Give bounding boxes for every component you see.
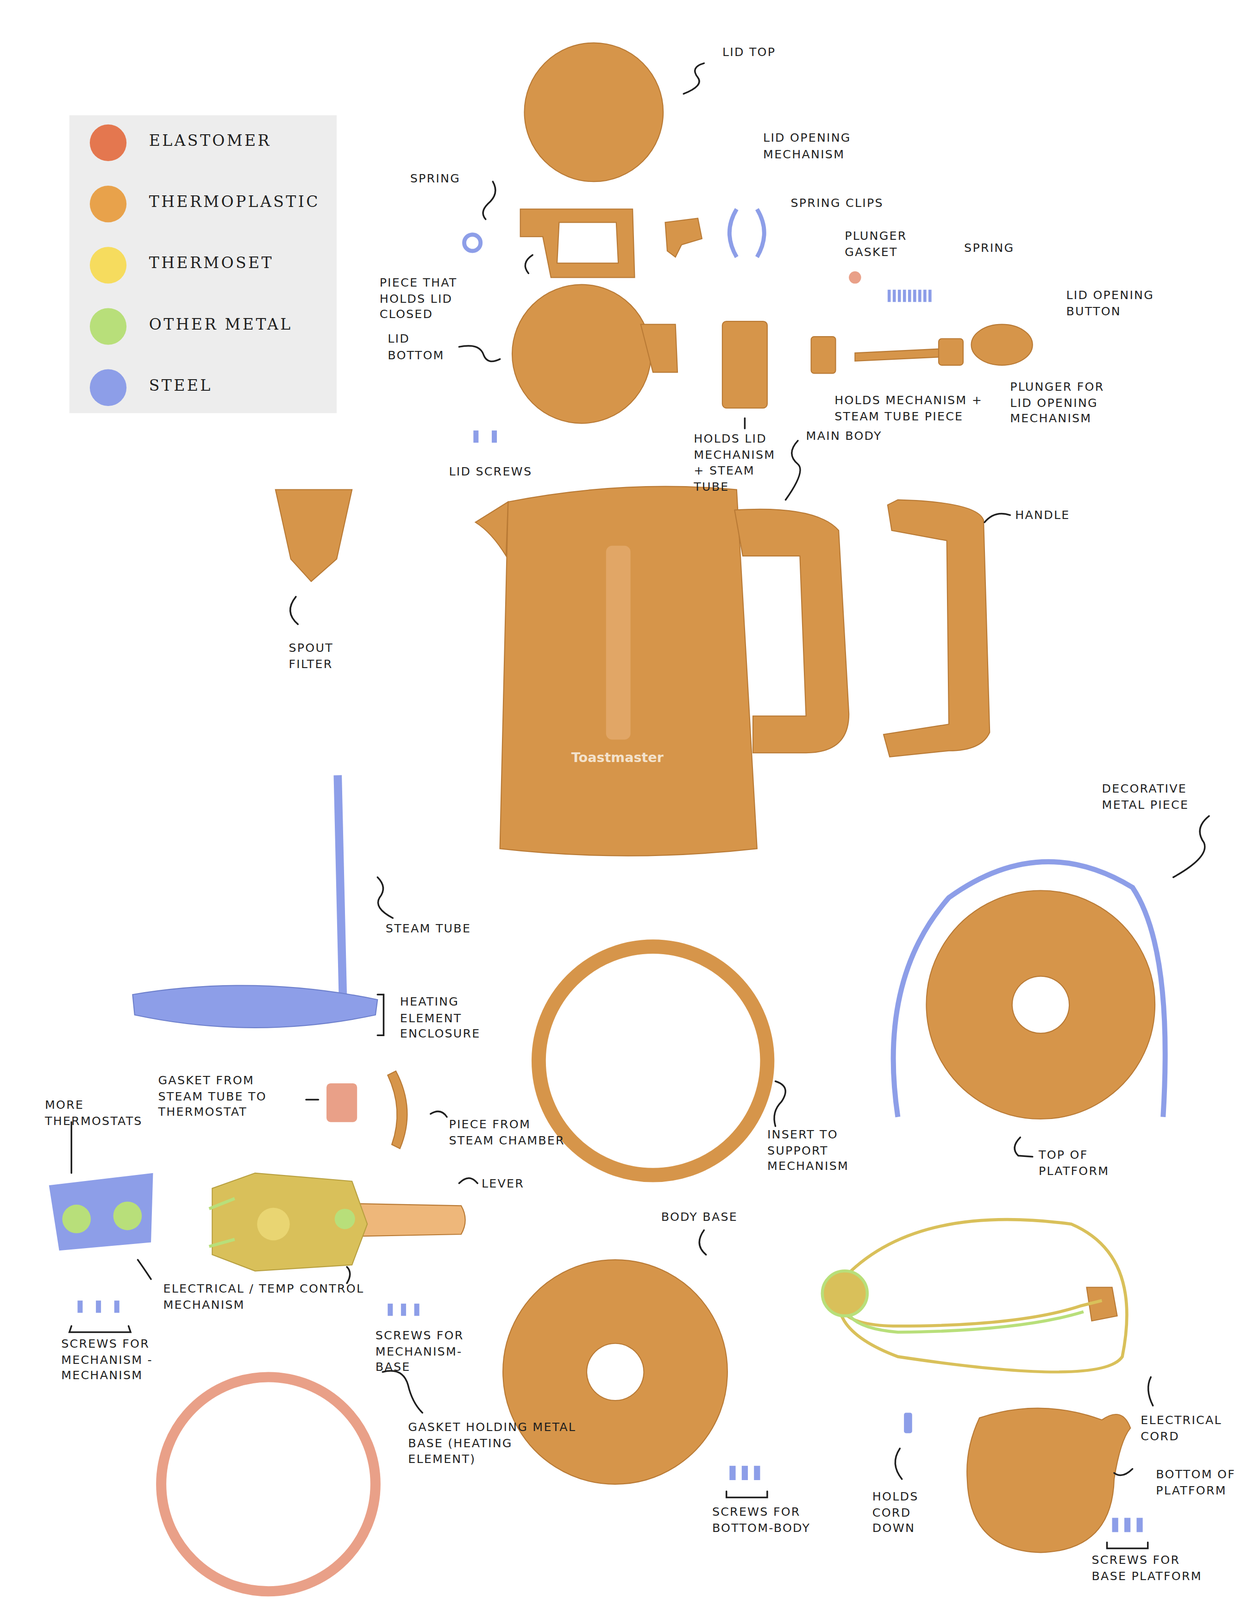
part-label: GASKET FROM STEAM TUBE TO THERMOSTAT xyxy=(158,1073,301,1122)
part-label: SCREWS FOR BASE PLATFORM xyxy=(1091,1552,1204,1585)
part-label: SPRING xyxy=(410,171,492,188)
part-label: LID SCREWS xyxy=(448,464,561,481)
part-label: ELECTRICAL CORD xyxy=(1140,1413,1238,1445)
part-label: PLUNGER GASKET xyxy=(844,228,927,261)
part-label: INSERT TO SUPPORT MECHANISM xyxy=(767,1127,885,1176)
part-label: HEATING ELEMENT ENCLOSURE xyxy=(400,994,508,1043)
legend-text: THERMOPLASTIC xyxy=(149,192,320,212)
part-label: SCREWS FOR MECHANISM -MECHANISM xyxy=(61,1336,169,1385)
part-label: HOLDS CORD DOWN xyxy=(872,1489,944,1538)
part-label: SCREWS FOR BOTTOM-BODY xyxy=(712,1504,840,1537)
part-label: BOTTOM OF PLATFORM xyxy=(1155,1466,1253,1499)
part-label: HOLDS MECHANISM + STEAM TUBE PIECE xyxy=(834,392,998,425)
part-label: LID TOP xyxy=(722,44,835,61)
legend-swatch xyxy=(89,185,127,223)
part-label: LID OPENING MECHANISM xyxy=(763,130,866,163)
legend-text: STEEL xyxy=(149,376,213,395)
part-label: DECORATIVE METAL PIECE xyxy=(1102,781,1220,814)
part-label: HOLDS LID MECHANISM + STEAM TUBE xyxy=(693,431,788,496)
legend-text: OTHER METAL xyxy=(149,315,293,334)
part-label: STEAM TUBE xyxy=(385,921,508,938)
legend-swatch xyxy=(89,246,127,284)
part-label: MORE THERMOSTATS xyxy=(44,1097,142,1130)
part-label: PIECE FROM STEAM CHAMBER xyxy=(448,1117,566,1149)
part-label: SPRING xyxy=(964,240,1046,257)
part-label: LID OPENING BUTTON xyxy=(1065,287,1184,320)
part-label: SCREWS FOR MECHANISM-BASE xyxy=(375,1328,493,1377)
legend-swatch xyxy=(89,307,127,345)
legend-swatch xyxy=(89,124,127,162)
part-label: BODY BASE xyxy=(661,1209,774,1226)
part-label: ELECTRICAL / TEMP CONTROL MECHANISM xyxy=(163,1281,378,1313)
part-label: LID BOTTOM xyxy=(387,331,449,364)
part-label: GASKET HOLDING METAL BASE (HEATING ELEME… xyxy=(407,1420,577,1468)
part-label: PLUNGER FOR LID OPENING MECHANISM xyxy=(1009,379,1117,428)
part-label: SPOUT FILTER xyxy=(288,640,371,673)
part-label: SPRING CLIPS xyxy=(790,195,924,212)
part-label: LEVER xyxy=(481,1176,553,1192)
part-label: TOP OF PLATFORM xyxy=(1038,1147,1141,1180)
legend-text: ELASTOMER xyxy=(149,131,272,151)
brand-text: Toastmaster xyxy=(571,748,694,767)
legend-text: THERMOSET xyxy=(149,254,274,273)
part-label: MAIN BODY xyxy=(806,428,929,445)
part-label: HANDLE xyxy=(1015,507,1107,524)
legend-swatch xyxy=(89,369,127,407)
part-label: PIECE THAT HOLDS LID CLOSED xyxy=(379,275,501,324)
